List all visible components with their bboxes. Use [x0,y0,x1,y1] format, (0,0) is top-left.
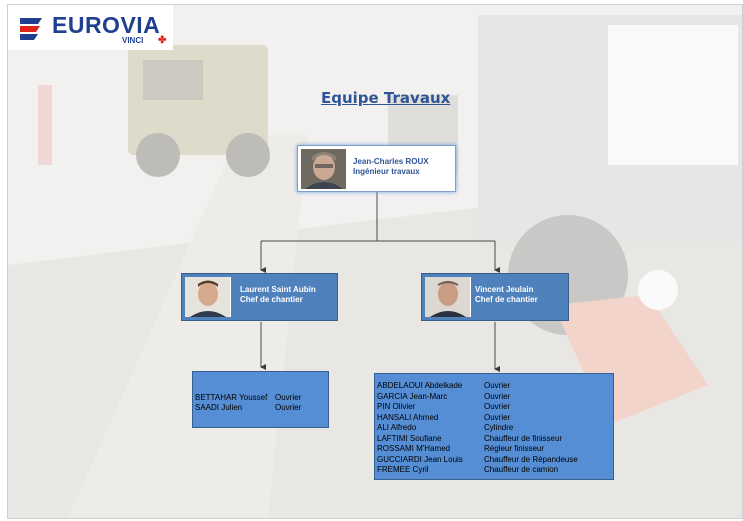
member-name: SAADI Julien [195,403,243,412]
card-name: Jean-Charles ROUX [353,157,429,166]
member-job: Régleur finisseur [484,444,545,453]
member-job: Ouvrier [484,402,511,411]
team-row: ABDELAOUI Abdelkade Ouvrier [377,381,578,392]
member-name: FREMEE Cyril [377,465,429,474]
card-text: Laurent Saint Aubin Chef de chantier [240,285,316,305]
team-row: SAADI Julien Ouvrier [195,403,301,414]
member-name: HANSALI Ahmed [377,412,439,422]
card-role: Chef de chantier [240,295,303,304]
team-row: ALI Alfredo Cylindre [377,423,578,434]
member-job: Chauffeur de Répandeuse [484,454,578,464]
logo-vinci: VINCI [122,36,144,45]
team-row: ROSSAMI M'Hamed Régleur finisseur [377,444,578,455]
team-row: PIN Olivier Ouvrier [377,402,578,413]
avatar-saint-aubin [185,277,231,317]
card-role: Chef de chantier [475,295,538,304]
eurovia-logo: EUROVIA VINCI ✤ [8,5,173,50]
member-job: Chauffeur de camion [484,465,559,474]
member-name: LAFTIMI Soufiane [377,433,442,443]
vinci-mark-icon: ✤ [158,35,167,46]
person-photo-icon [185,277,230,317]
team-row: BETTAHAR Youssef Ouvrier [195,393,301,404]
member-name: ABDELAOUI Abdelkade [377,381,463,390]
logo-wordmark: EUROVIA [52,12,161,38]
avatar-roux [301,149,347,189]
person-photo-icon [301,149,346,189]
team-row: GARCIA Jean-Marc Ouvrier [377,392,578,403]
team-row: GUCCIARDI Jean Louis Chauffeur de Répande… [377,455,578,466]
member-job: Ouvrier [484,381,511,390]
team-row: HANSALI Ahmed Ouvrier [377,413,578,424]
org-card-site-chief-left: Laurent Saint Aubin Chef de chantier [181,273,338,321]
member-name: GUCCIARDI Jean Louis [377,454,463,464]
person-photo-icon [425,277,470,317]
eurovia-logo-icon [20,18,42,40]
card-text: Jean-Charles ROUX Ingénieur travaux [353,157,429,177]
card-name: Laurent Saint Aubin [240,285,316,294]
team-row: LAFTIMI Soufiane Chauffeur de finisseur [377,434,578,445]
org-connectors [260,192,500,372]
card-name: Vincent Jeulain [475,285,534,294]
member-job: Ouvrier [484,412,511,422]
org-card-engineer: Jean-Charles ROUX Ingénieur travaux [297,145,456,192]
page-title: Equipe Travaux [321,89,451,107]
team-row: FREMEE Cyril Chauffeur de camion [377,465,578,476]
member-job: Chauffeur de finisseur [484,433,563,443]
org-card-site-chief-right: Vincent Jeulain Chef de chantier [421,273,569,321]
member-name: BETTAHAR Youssef [195,393,268,402]
slide: EUROVIA VINCI ✤ Equipe Travaux [7,4,743,519]
member-name: ALI Alfredo [377,423,417,432]
avatar-jeulain [425,277,471,317]
member-job: Ouvrier [275,393,302,402]
member-job: Cylindre [484,423,514,432]
member-job: Ouvrier [275,403,302,412]
member-job: Ouvrier [484,391,511,401]
card-text: Vincent Jeulain Chef de chantier [475,285,538,305]
member-name: ROSSAMI M'Hamed [377,444,451,453]
member-name: GARCIA Jean-Marc [377,391,448,401]
card-role: Ingénieur travaux [353,167,420,176]
member-name: PIN Olivier [377,402,416,411]
